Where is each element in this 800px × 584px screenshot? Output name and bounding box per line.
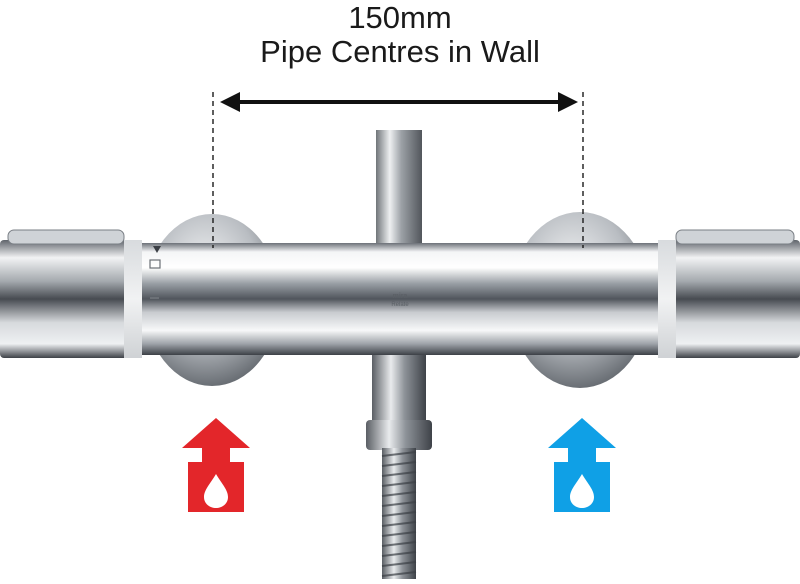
flow-ring xyxy=(658,240,676,358)
temperature-marker-icon xyxy=(153,246,161,253)
flow-handle[interactable] xyxy=(672,240,800,358)
hose-nut xyxy=(366,420,432,450)
temperature-ring xyxy=(124,240,142,358)
hot-water-inlet-icon xyxy=(182,418,250,512)
outlet-elbow xyxy=(372,348,426,428)
temperature-mark-icon xyxy=(149,259,161,269)
valve-bar-body xyxy=(138,243,666,355)
temperature-handle[interactable] xyxy=(0,240,128,358)
pipe-centre-guides xyxy=(212,92,584,248)
measurement-label: 150mm xyxy=(348,0,452,35)
pipe-centres-label: Pipe Centres in Wall xyxy=(260,34,540,69)
riser-pole xyxy=(376,130,422,252)
shower-hose xyxy=(381,448,417,579)
dimension-arrow xyxy=(220,92,578,112)
brand-logo: mira Relate xyxy=(391,293,409,308)
cold-water-inlet-icon xyxy=(548,418,616,512)
